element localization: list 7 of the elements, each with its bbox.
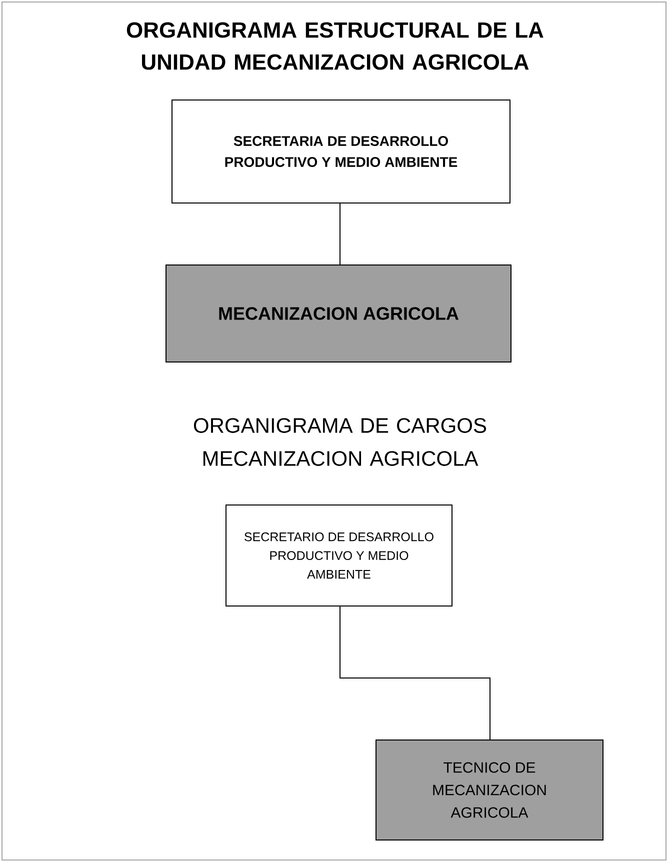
org-box: SECRETARIO DE DESARROLLO PRODUCTIVO Y MEDIO AMBIENTE — [226, 504, 452, 606]
org-box: SECRETARIA DE DESARROLLO PRODUCTIVO Y MEDIO AMBIENTE — [172, 100, 510, 204]
org-box: MECANIZACION AGRICOLA — [166, 264, 512, 362]
org-box: TECNICO DE MECANIZACION AGRICOLA — [376, 740, 604, 840]
connector-line — [340, 606, 490, 740]
title: ORGANIGRAMA ESTRUCTURAL DE LA UNIDAD MECANIZACION AGRICOLA — [126, 22, 544, 70]
section-heading: ORGANIGRAMA DE CARGOS MECANIZACION AGRICOLA — [194, 418, 486, 466]
